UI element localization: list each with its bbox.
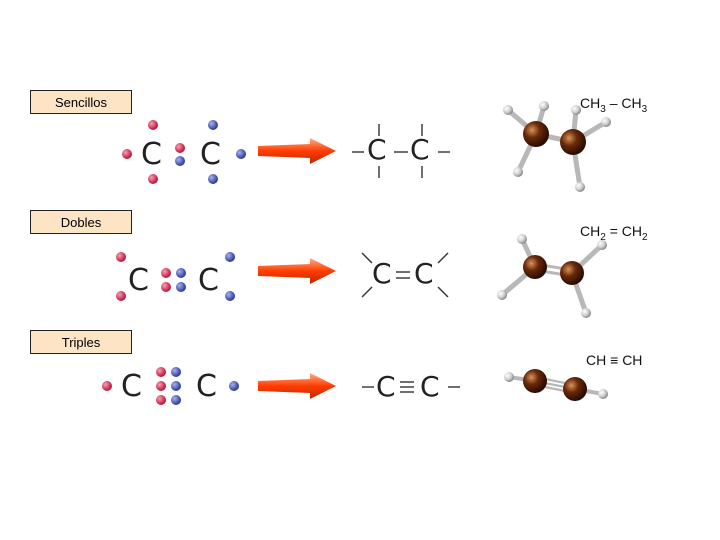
electron-dot: [148, 120, 158, 130]
carbon-symbol: C: [420, 370, 440, 403]
carbon-symbol-right: C: [198, 263, 219, 298]
electron-dot: [208, 174, 218, 184]
carbon-symbol: C: [367, 133, 387, 166]
ethyne-model-icon: [504, 369, 608, 401]
electron-dot: [171, 367, 181, 377]
electron-dot: [116, 291, 126, 301]
label-single-bonds: Sencillos: [30, 90, 132, 114]
carbon-symbol: C: [414, 257, 434, 290]
electron-dot: [176, 268, 186, 278]
electron-dot: [156, 367, 166, 377]
electron-dot: [102, 381, 112, 391]
carbon-symbol-left: C: [121, 369, 142, 404]
electron-dot: [171, 381, 181, 391]
electron-dot: [208, 120, 218, 130]
electron-dot: [225, 252, 235, 262]
carbon-symbol: C: [372, 257, 392, 290]
electron-dot: [161, 282, 171, 292]
electron-dot: [122, 149, 132, 159]
carbon-symbol: C: [410, 133, 430, 166]
electron-dot: [156, 395, 166, 405]
structure-single: C C: [348, 120, 458, 180]
ethane-model-icon: [503, 101, 611, 192]
electron-dot: [225, 291, 235, 301]
carbon-symbol-right: C: [196, 369, 217, 404]
ethene-model-icon: [497, 234, 607, 318]
electron-dot: [171, 395, 181, 405]
electron-dot: [156, 381, 166, 391]
electron-dot: [229, 381, 239, 391]
electron-dot: [175, 156, 185, 166]
formula-ethene: CH2 = CH2: [580, 223, 648, 243]
arrow-right-icon: [258, 373, 336, 399]
formula-ethyne: CH ≡ CH: [586, 352, 643, 368]
label-double-bonds: Dobles: [30, 210, 132, 234]
formula-ethane: CH3 – CH3: [580, 95, 648, 115]
carbon-symbol-left: C: [128, 263, 149, 298]
electron-dot: [176, 282, 186, 292]
carbon-symbol-left: C: [141, 137, 162, 172]
structure-double: C C: [356, 245, 456, 305]
carbon-symbol: C: [376, 370, 396, 403]
electron-dot: [161, 268, 171, 278]
carbon-symbol-right: C: [200, 137, 221, 172]
arrow-right-icon: [258, 258, 336, 284]
electron-dot: [236, 149, 246, 159]
arrow-right-icon: [258, 138, 336, 164]
electron-dot: [116, 252, 126, 262]
label-triple-bonds: Triples: [30, 330, 132, 354]
electron-dot: [148, 174, 158, 184]
structure-triple: C C: [360, 368, 465, 408]
electron-dot: [175, 143, 185, 153]
